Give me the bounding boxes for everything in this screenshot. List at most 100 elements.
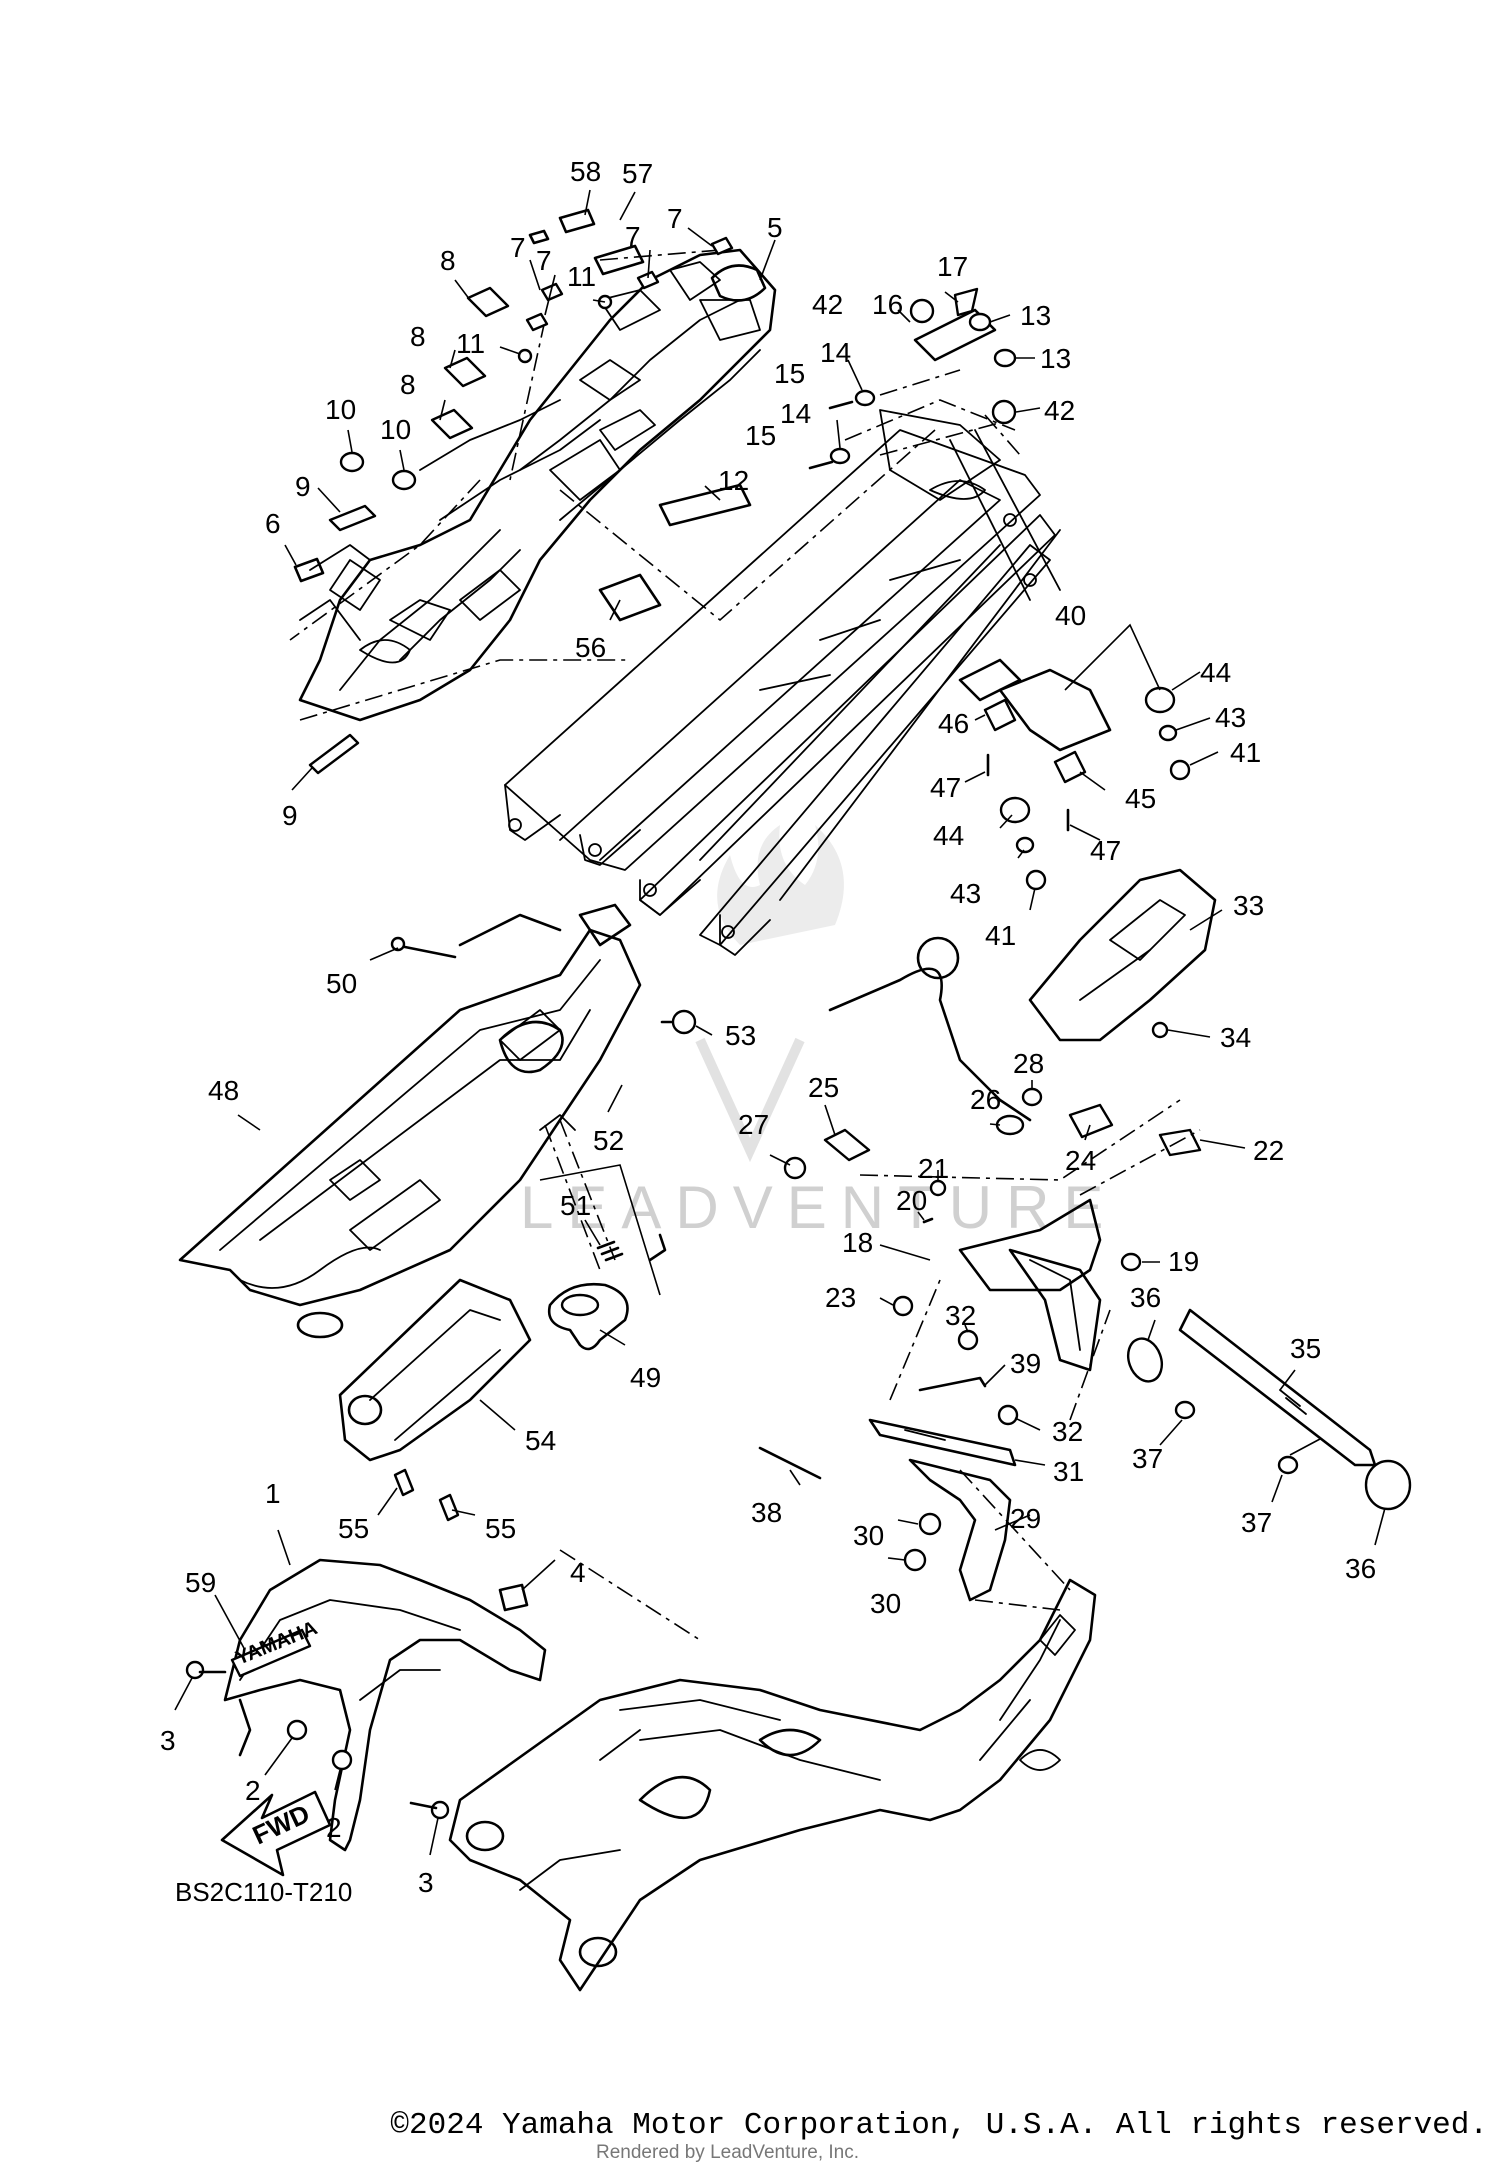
callout-30: 30 — [853, 1520, 884, 1551]
callout-23: 23 — [825, 1282, 856, 1313]
grommet-10b — [391, 469, 417, 491]
callout-19: 19 — [1168, 1246, 1199, 1277]
bracket-18 — [958, 1198, 1102, 1292]
callout-15: 15 — [745, 420, 776, 451]
callout-13: 13 — [1040, 343, 1071, 374]
bolt-55b — [438, 1493, 460, 1522]
callout-41: 41 — [985, 920, 1016, 951]
band-39 — [918, 1376, 987, 1392]
callout-7: 7 — [667, 203, 683, 234]
callout-28: 28 — [1013, 1048, 1044, 1079]
bolt-15b — [808, 460, 834, 470]
fender-lip — [238, 1698, 252, 1757]
callout-2: 2 — [245, 1775, 261, 1806]
callout-33: 33 — [1233, 890, 1264, 921]
license-plate-assembly — [783, 868, 1217, 1421]
bolt-41b — [1025, 869, 1047, 891]
bracket-40 — [998, 668, 1112, 752]
callout-25: 25 — [808, 1072, 839, 1103]
fender-flap — [338, 1278, 532, 1522]
pin-20 — [922, 1217, 934, 1224]
callout-6: 6 — [265, 508, 281, 539]
nut-23 — [892, 1295, 914, 1317]
callout-31: 31 — [1053, 1456, 1084, 1487]
callout-12: 12 — [718, 465, 749, 496]
callout-29: 29 — [1010, 1503, 1041, 1534]
fwd-arrow: FWD — [220, 1790, 332, 1877]
callout-4: 4 — [570, 1557, 586, 1588]
callout-13: 13 — [1020, 300, 1051, 331]
nut-7b — [525, 312, 549, 332]
bracket-25 — [823, 1128, 871, 1162]
callout-38: 38 — [751, 1497, 782, 1528]
callout-2: 2 — [326, 1812, 342, 1843]
screw-34 — [1151, 1021, 1169, 1039]
callout-53: 53 — [725, 1020, 756, 1051]
callout-55: 55 — [338, 1513, 369, 1544]
nut-53 — [671, 1009, 697, 1035]
reflector-36b — [1364, 1459, 1412, 1511]
rendered-by-notice: Rendered by LeadVenture, Inc. — [596, 2142, 860, 2163]
callout-51: 51 — [560, 1190, 591, 1221]
callout-45: 45 — [1125, 783, 1156, 814]
callout-21: 21 — [918, 1153, 949, 1184]
callout-36: 36 — [1130, 1282, 1161, 1313]
watermark: LEADVENTURE — [520, 825, 1103, 1241]
knob-17 — [953, 287, 979, 317]
pad-9b — [308, 733, 360, 775]
callout-26: 26 — [970, 1084, 1001, 1115]
bolt-30a — [918, 1512, 942, 1536]
emblem-59 — [230, 1628, 312, 1678]
callout-32: 32 — [945, 1300, 976, 1331]
rear-frame — [504, 399, 1061, 956]
band-38 — [758, 1446, 822, 1480]
label-58 — [558, 208, 596, 234]
callout-16: 16 — [872, 289, 903, 320]
washer-14b — [829, 447, 851, 465]
cap-42a — [909, 298, 935, 324]
callout-43: 43 — [950, 878, 981, 909]
callout-35: 35 — [1290, 1333, 1321, 1364]
callout-15: 15 — [774, 358, 805, 389]
collar-37b — [1277, 1455, 1299, 1475]
damper-44a — [1144, 686, 1176, 714]
tank-opening — [498, 1020, 564, 1074]
callout-49: 49 — [630, 1362, 661, 1393]
clip-52 — [648, 1233, 667, 1262]
callout-11: 11 — [456, 328, 485, 359]
callout-50: 50 — [326, 968, 357, 999]
callout-3: 3 — [418, 1867, 434, 1898]
callout-32: 32 — [1052, 1416, 1083, 1447]
callout-44: 44 — [933, 820, 964, 851]
holder-49 — [547, 1282, 629, 1351]
collar-26 — [995, 1114, 1025, 1136]
cap-42b — [991, 399, 1017, 425]
tank-bracket-hardware — [958, 623, 1191, 891]
bolt-55a — [393, 1468, 415, 1497]
callout-5: 5 — [767, 212, 783, 243]
bolt-27 — [783, 1156, 807, 1180]
leader-lines — [174, 189, 1386, 1856]
nut-7d — [710, 236, 734, 256]
cable-24 — [828, 967, 1032, 1122]
callout-40: 40 — [1055, 600, 1086, 631]
bolt-41a — [1169, 759, 1191, 781]
callout-27: 27 — [738, 1109, 769, 1140]
screw-3b — [430, 1800, 450, 1820]
reflector-22 — [1158, 1128, 1202, 1157]
copyright-notice: ©2024 Yamaha Motor Corporation, U.S.A. A… — [390, 2108, 1488, 2143]
collar-43a — [1158, 724, 1178, 742]
callout-labels: 58 57 5 7 7 7 7 8 8 8 11 11 10 10 9 9 6 … — [160, 156, 1376, 1898]
callout-43: 43 — [1215, 702, 1246, 733]
callout-37: 37 — [1241, 1507, 1272, 1538]
washer-14a — [854, 389, 876, 407]
callout-10: 10 — [325, 394, 356, 425]
callout-56: 56 — [575, 632, 606, 663]
bolt-50 — [393, 943, 457, 959]
collar-37a — [1174, 1400, 1196, 1420]
callout-22: 22 — [1253, 1135, 1284, 1166]
callout-1: 1 — [265, 1478, 281, 1509]
callout-8: 8 — [410, 321, 426, 352]
reflector-assembly — [1126, 1308, 1412, 1511]
callout-36: 36 — [1345, 1553, 1376, 1584]
